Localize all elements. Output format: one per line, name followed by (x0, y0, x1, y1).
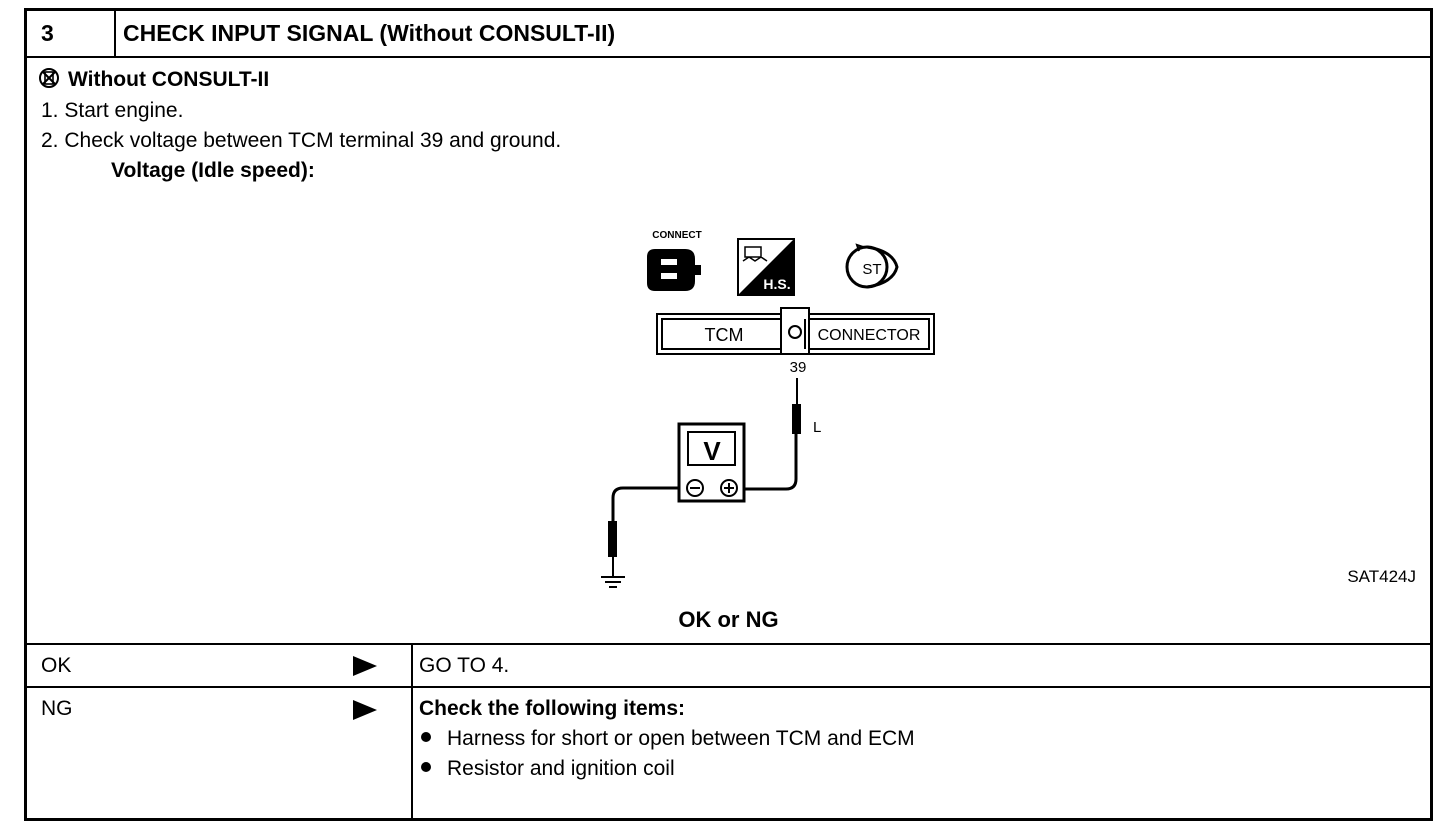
mode-heading-row: Without CONSULT-II (38, 67, 269, 92)
hs-icon: H.S. (737, 238, 795, 296)
step-number: 3 (27, 11, 116, 56)
list-item-text: Harness for short or open between TCM an… (447, 727, 915, 750)
step-title: CHECK INPUT SIGNAL (Without CONSULT-II) (123, 20, 616, 46)
voltmeter: V (677, 422, 746, 503)
ng-arrow-icon (353, 700, 377, 720)
ok-status: OK (41, 654, 72, 677)
divider (411, 643, 413, 818)
ok-action: GO TO 4. (419, 654, 510, 677)
no-consult-icon (39, 68, 59, 88)
divider (27, 686, 1430, 688)
list-item: Harness for short or open between TCM an… (421, 727, 915, 751)
connect-label: CONNECT (652, 230, 701, 241)
step-2: 2. Check voltage between TCM terminal 39… (41, 129, 562, 152)
ok-arrow-icon (353, 656, 377, 676)
terminal-number: 39 (790, 359, 807, 376)
divider (27, 643, 1430, 645)
bullet-icon (421, 732, 431, 743)
meter-label: V (703, 436, 721, 466)
negative-probe (608, 521, 617, 557)
voltage-check-diagram: CONNECT H.S. ST TCM CONNECTOR (601, 230, 935, 588)
tcm-label: TCM (705, 325, 744, 345)
connector-label: CONNECTOR (818, 327, 921, 344)
key-st-label: ST (862, 261, 881, 278)
negative-terminal (686, 479, 704, 497)
positive-probe (792, 404, 801, 434)
ng-action-heading: Check the following items: (419, 697, 686, 720)
connect-icon: CONNECT (647, 230, 702, 291)
list-item-text: Resistor and ignition coil (447, 757, 675, 780)
wire-color-label: L (813, 419, 821, 436)
step-header: 3 CHECK INPUT SIGNAL (Without CONSULT-II… (27, 11, 1430, 58)
positive-terminal (720, 479, 738, 497)
ng-status: NG (41, 697, 73, 720)
spec-label: Voltage (Idle speed): (111, 159, 315, 182)
ignition-key-icon: ST (845, 243, 899, 289)
result-prompt: OK or NG (678, 607, 779, 632)
mode-heading: Without CONSULT-II (68, 68, 270, 91)
bullet-icon (421, 762, 431, 773)
list-item: Resistor and ignition coil (421, 757, 675, 781)
figure-code: SAT424J (1347, 567, 1416, 586)
tcm-connector: TCM CONNECTOR (656, 307, 935, 355)
step-1: 1. Start engine. (41, 99, 184, 122)
inspection-step-table: 3 CHECK INPUT SIGNAL (Without CONSULT-II… (24, 8, 1433, 821)
ground-icon (601, 576, 625, 588)
hs-label: H.S. (763, 276, 790, 292)
